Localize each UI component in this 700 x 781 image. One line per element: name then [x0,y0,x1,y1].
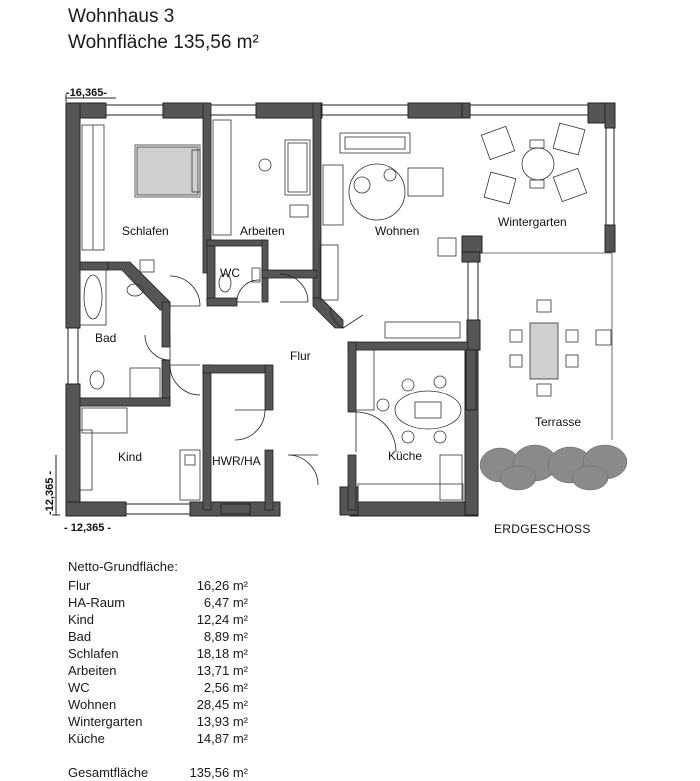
interior-walls [79,102,469,511]
area-row-name: Küche [68,731,105,746]
area-total-name: Gesamtfläche [68,765,149,780]
area-row-value: 6,47 m² [203,595,248,610]
room-label-arbeiten: Arbeiten [240,224,285,238]
room-label-bad: Bad [95,331,116,345]
area-row: Küche 14,87 m² [68,730,248,747]
hedge-bushes [479,444,628,491]
area-row-value: 13,93 m² [196,714,248,729]
room-label-wc: WC [220,266,240,280]
area-table: Netto-Grundfläche: Flur 16,26 m² HA-Raum 6… [68,558,248,781]
area-row-value: 18,18 m² [196,646,248,661]
floor-plan: -16,365- - 12,365 - -12,365 - [44,87,628,536]
area-row-value: 16,26 m² [196,578,248,593]
floor-label: ERDGESCHOSS [494,522,591,536]
area-row: Wohnen 28,45 m² [68,696,248,713]
room-label-flur: Flur [290,349,311,363]
area-row-value: 14,87 m² [196,731,248,746]
area-total-value: 135,56 m² [189,765,248,780]
area-row-value: 2,56 m² [203,680,248,695]
area-row-name: WC [68,680,90,695]
area-total-row: Gesamtfläche 135,56 m² [68,764,248,781]
area-row: Bad 8,89 m² [68,628,248,645]
area-row: Schlafen 18,18 m² [68,645,248,662]
room-label-terrasse: Terrasse [535,415,581,429]
dimension-top: -16,365- [66,87,107,99]
dimension-lines [52,94,116,516]
area-row-value: 13,71 m² [196,663,248,678]
windows [67,104,615,515]
area-row-name: Flur [68,578,91,593]
door-swings [144,273,397,486]
area-row-value: 8,89 m² [203,629,248,644]
area-row-name: Schlafen [68,646,119,661]
room-label-kind: Kind [118,450,142,464]
dimension-bottom: - 12,365 - [64,522,111,534]
area-row-name: HA-Raum [68,595,126,610]
room-label-hwr: HWR/HA [212,454,261,468]
plan-title: Wohnhaus 3 [68,6,175,27]
room-label-wintergarten: Wintergarten [498,215,567,229]
area-row-name: Wohnen [68,697,117,712]
area-row: Arbeiten 13,71 m² [68,662,248,679]
area-table-rows: Flur 16,26 m² HA-Raum 6,47 m² Kind 12,24 m²… [68,577,248,747]
plan-subtitle-living-area: Wohnfläche 135,56 m² [68,32,259,53]
area-row-value: 12,24 m² [196,612,248,627]
area-row-value: 28,45 m² [196,697,248,712]
area-row-name: Kind [68,612,95,627]
furniture [79,119,612,503]
area-row: Flur 16,26 m² [68,577,248,594]
area-row: WC 2,56 m² [68,679,248,696]
room-label-schlafen: Schlafen [122,224,169,238]
area-row-name: Wintergarten [68,714,143,729]
area-row: HA-Raum 6,47 m² [68,594,248,611]
room-label-wohnen: Wohnen [375,224,419,238]
area-row-name: Arbeiten [68,663,117,678]
area-row: Kind 12,24 m² [68,611,248,628]
room-label-kueche: Küche [388,449,422,463]
area-row: Wintergarten 13,93 m² [68,713,248,730]
area-table-heading: Netto-Grundfläche: [68,559,178,574]
area-row-name: Bad [68,629,92,644]
dimension-left: -12,365 - [44,471,56,515]
terrace-outline [480,252,613,440]
